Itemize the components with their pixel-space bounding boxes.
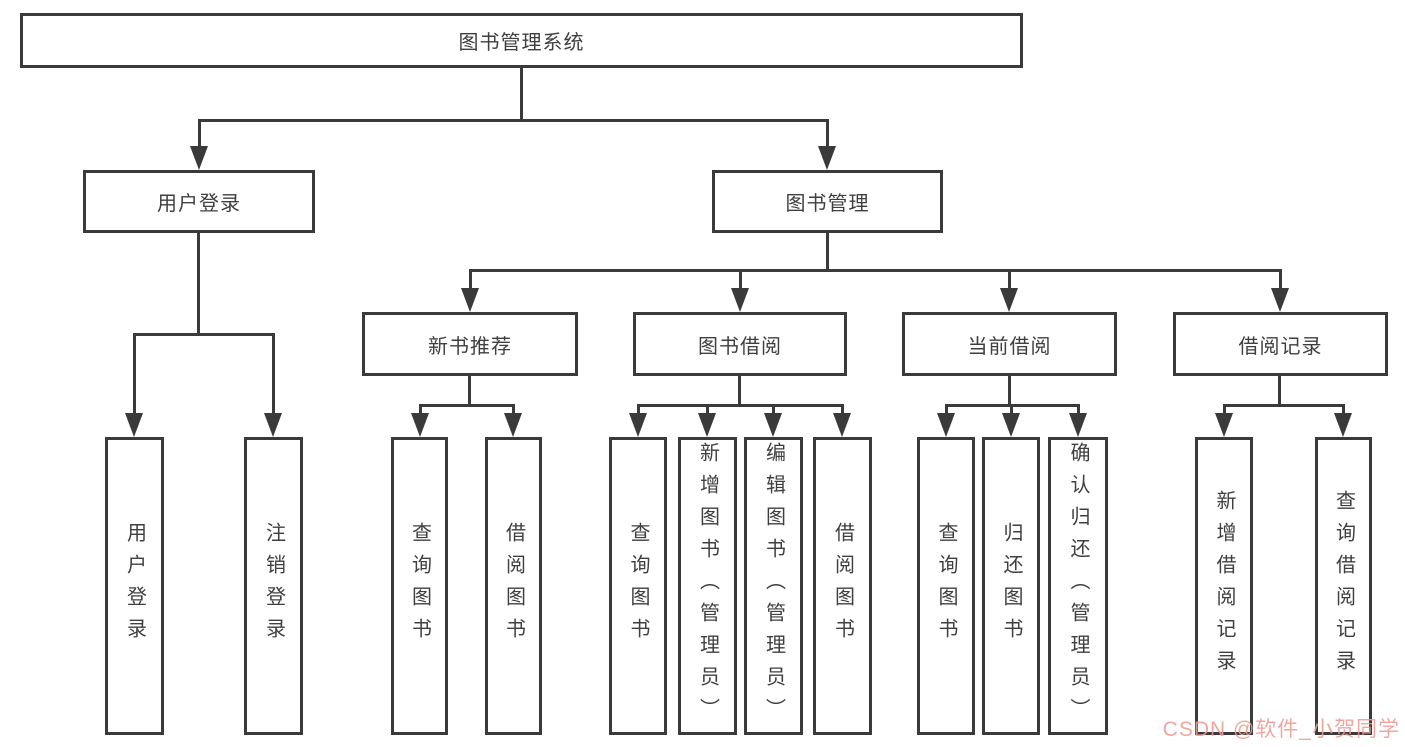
connector-leaf-stem (1223, 404, 1226, 414)
node-leaf-borrow-book-1: 借阅图书 (485, 437, 542, 735)
connector-current-borrow-down (1008, 376, 1011, 406)
connector-book-borrow-down (738, 376, 741, 406)
arrowhead-leaf-user-login (125, 413, 143, 437)
node-leaf-query-book-2: 查询图书 (609, 437, 667, 735)
connector-leaf-stem (706, 404, 709, 414)
connector-new-book-rec-stem (469, 269, 472, 290)
arrowhead-leaf-query-book-2 (629, 413, 647, 437)
connector-book-mgmt-stem (826, 119, 829, 149)
connector-leaf-logout-stem (272, 333, 275, 415)
connector-leaf-stem (637, 404, 640, 414)
node-root: 图书管理系统 (20, 13, 1023, 68)
arrowhead-leaf-add-record (1215, 413, 1233, 437)
node-leaf-query-record-label: 查询借阅记录 (1332, 490, 1355, 682)
node-leaf-borrow-book-1-label: 借阅图书 (502, 522, 525, 650)
node-leaf-confirm-return: 确认归还（管理员） (1048, 437, 1108, 735)
node-leaf-add-record-label: 新增借阅记录 (1213, 490, 1235, 682)
connector-user-login-down (197, 233, 200, 335)
arrowhead-leaf-logout (264, 413, 282, 437)
arrowhead-new-book-rec (461, 288, 479, 312)
connector-book-borrow-stem (739, 269, 742, 290)
connector-leaf-user-login-stem (133, 333, 136, 415)
arrowhead-leaf-query-book-3 (937, 413, 955, 437)
connector-borrow-records-hline (1223, 404, 1345, 407)
arrowhead-user-login (190, 146, 208, 170)
node-leaf-user-login-label: 用户登录 (123, 522, 146, 650)
arrowhead-leaf-borrow-book-2 (833, 413, 851, 437)
connector-user-login-hline (133, 333, 275, 336)
node-leaf-logout-label: 注销登录 (262, 522, 285, 650)
arrowhead-leaf-borrow-book-1 (504, 413, 522, 437)
arrowhead-leaf-confirm-return (1069, 413, 1087, 437)
connector-new-book-rec-down (468, 376, 471, 406)
node-leaf-add-book-label: 新增图书（管理员） (696, 442, 719, 730)
node-book-borrow: 图书借阅 (633, 312, 847, 376)
node-leaf-add-book: 新增图书（管理员） (678, 437, 737, 735)
connector-leaf-stem (841, 404, 844, 414)
node-leaf-user-login: 用户登录 (105, 437, 164, 735)
node-root-label: 图书管理系统 (458, 32, 585, 54)
node-book-mgmt-label: 图书管理 (785, 193, 870, 215)
node-leaf-query-book-1-label: 查询图书 (408, 522, 431, 650)
connector-root-stem (520, 68, 523, 122)
connector-leaf-stem (1077, 404, 1080, 414)
connector-new-book-rec-hline (419, 404, 515, 407)
node-leaf-query-book-3: 查询图书 (917, 437, 975, 735)
connector-borrow-records-down (1278, 376, 1281, 406)
arrowhead-borrow-records (1271, 288, 1289, 312)
arrowhead-leaf-edit-book (764, 413, 782, 437)
arrowhead-leaf-query-record (1334, 413, 1352, 437)
node-leaf-borrow-book-2: 借阅图书 (813, 437, 872, 735)
node-current-borrow-label: 当前借阅 (967, 335, 1052, 358)
connector-book-mgmt-hline (469, 269, 1282, 272)
arrowhead-leaf-add-book (698, 413, 716, 437)
connector-leaf-stem (945, 404, 948, 414)
node-leaf-borrow-book-2-label: 借阅图书 (831, 522, 854, 650)
connector-leaf-stem (772, 404, 775, 414)
arrowhead-book-mgmt (818, 146, 836, 170)
node-leaf-edit-book: 编辑图书（管理员） (744, 437, 803, 735)
node-leaf-query-book-2-label: 查询图书 (627, 522, 649, 650)
node-leaf-query-record: 查询借阅记录 (1315, 437, 1372, 735)
connector-leaf-stem (512, 404, 515, 414)
node-leaf-query-book-3-label: 查询图书 (935, 522, 957, 650)
node-new-book-rec-label: 新书推荐 (428, 335, 512, 358)
node-new-book-rec: 新书推荐 (362, 312, 578, 376)
node-user-login-label: 用户登录 (157, 193, 241, 215)
node-leaf-edit-book-label: 编辑图书（管理员） (762, 442, 785, 730)
node-user-login: 用户登录 (83, 170, 315, 233)
connector-leaf-stem (1010, 404, 1013, 414)
connector-book-mgmt-down (826, 233, 829, 271)
connector-user-login-stem (198, 119, 201, 149)
node-leaf-return-book: 归还图书 (982, 437, 1040, 735)
node-book-borrow-label: 图书借阅 (698, 335, 782, 358)
node-leaf-confirm-return-label: 确认归还（管理员） (1067, 442, 1089, 730)
connector-root-hline (198, 119, 829, 122)
node-borrow-records-label: 借阅记录 (1238, 335, 1323, 358)
arrowhead-leaf-return-book (1002, 413, 1020, 437)
node-leaf-query-book-1: 查询图书 (391, 437, 448, 735)
node-leaf-return-book-label: 归还图书 (1000, 522, 1022, 650)
node-borrow-records: 借阅记录 (1173, 312, 1388, 376)
arrowhead-book-borrow (731, 288, 749, 312)
arrowhead-leaf-query-book-1 (411, 413, 429, 437)
csdn-watermark: CSDN @软件_小贺同学 (1162, 718, 1400, 741)
node-leaf-add-record: 新增借阅记录 (1195, 437, 1253, 735)
node-current-borrow: 当前借阅 (902, 312, 1117, 376)
connector-current-borrow-stem (1008, 269, 1011, 290)
arrowhead-current-borrow (1000, 288, 1018, 312)
connector-leaf-stem (1342, 404, 1345, 414)
node-leaf-logout: 注销登录 (244, 437, 303, 735)
connector-borrow-records-stem (1279, 269, 1282, 290)
connector-book-borrow-hline (637, 404, 844, 407)
connector-leaf-stem (419, 404, 422, 414)
node-book-mgmt: 图书管理 (712, 170, 943, 233)
